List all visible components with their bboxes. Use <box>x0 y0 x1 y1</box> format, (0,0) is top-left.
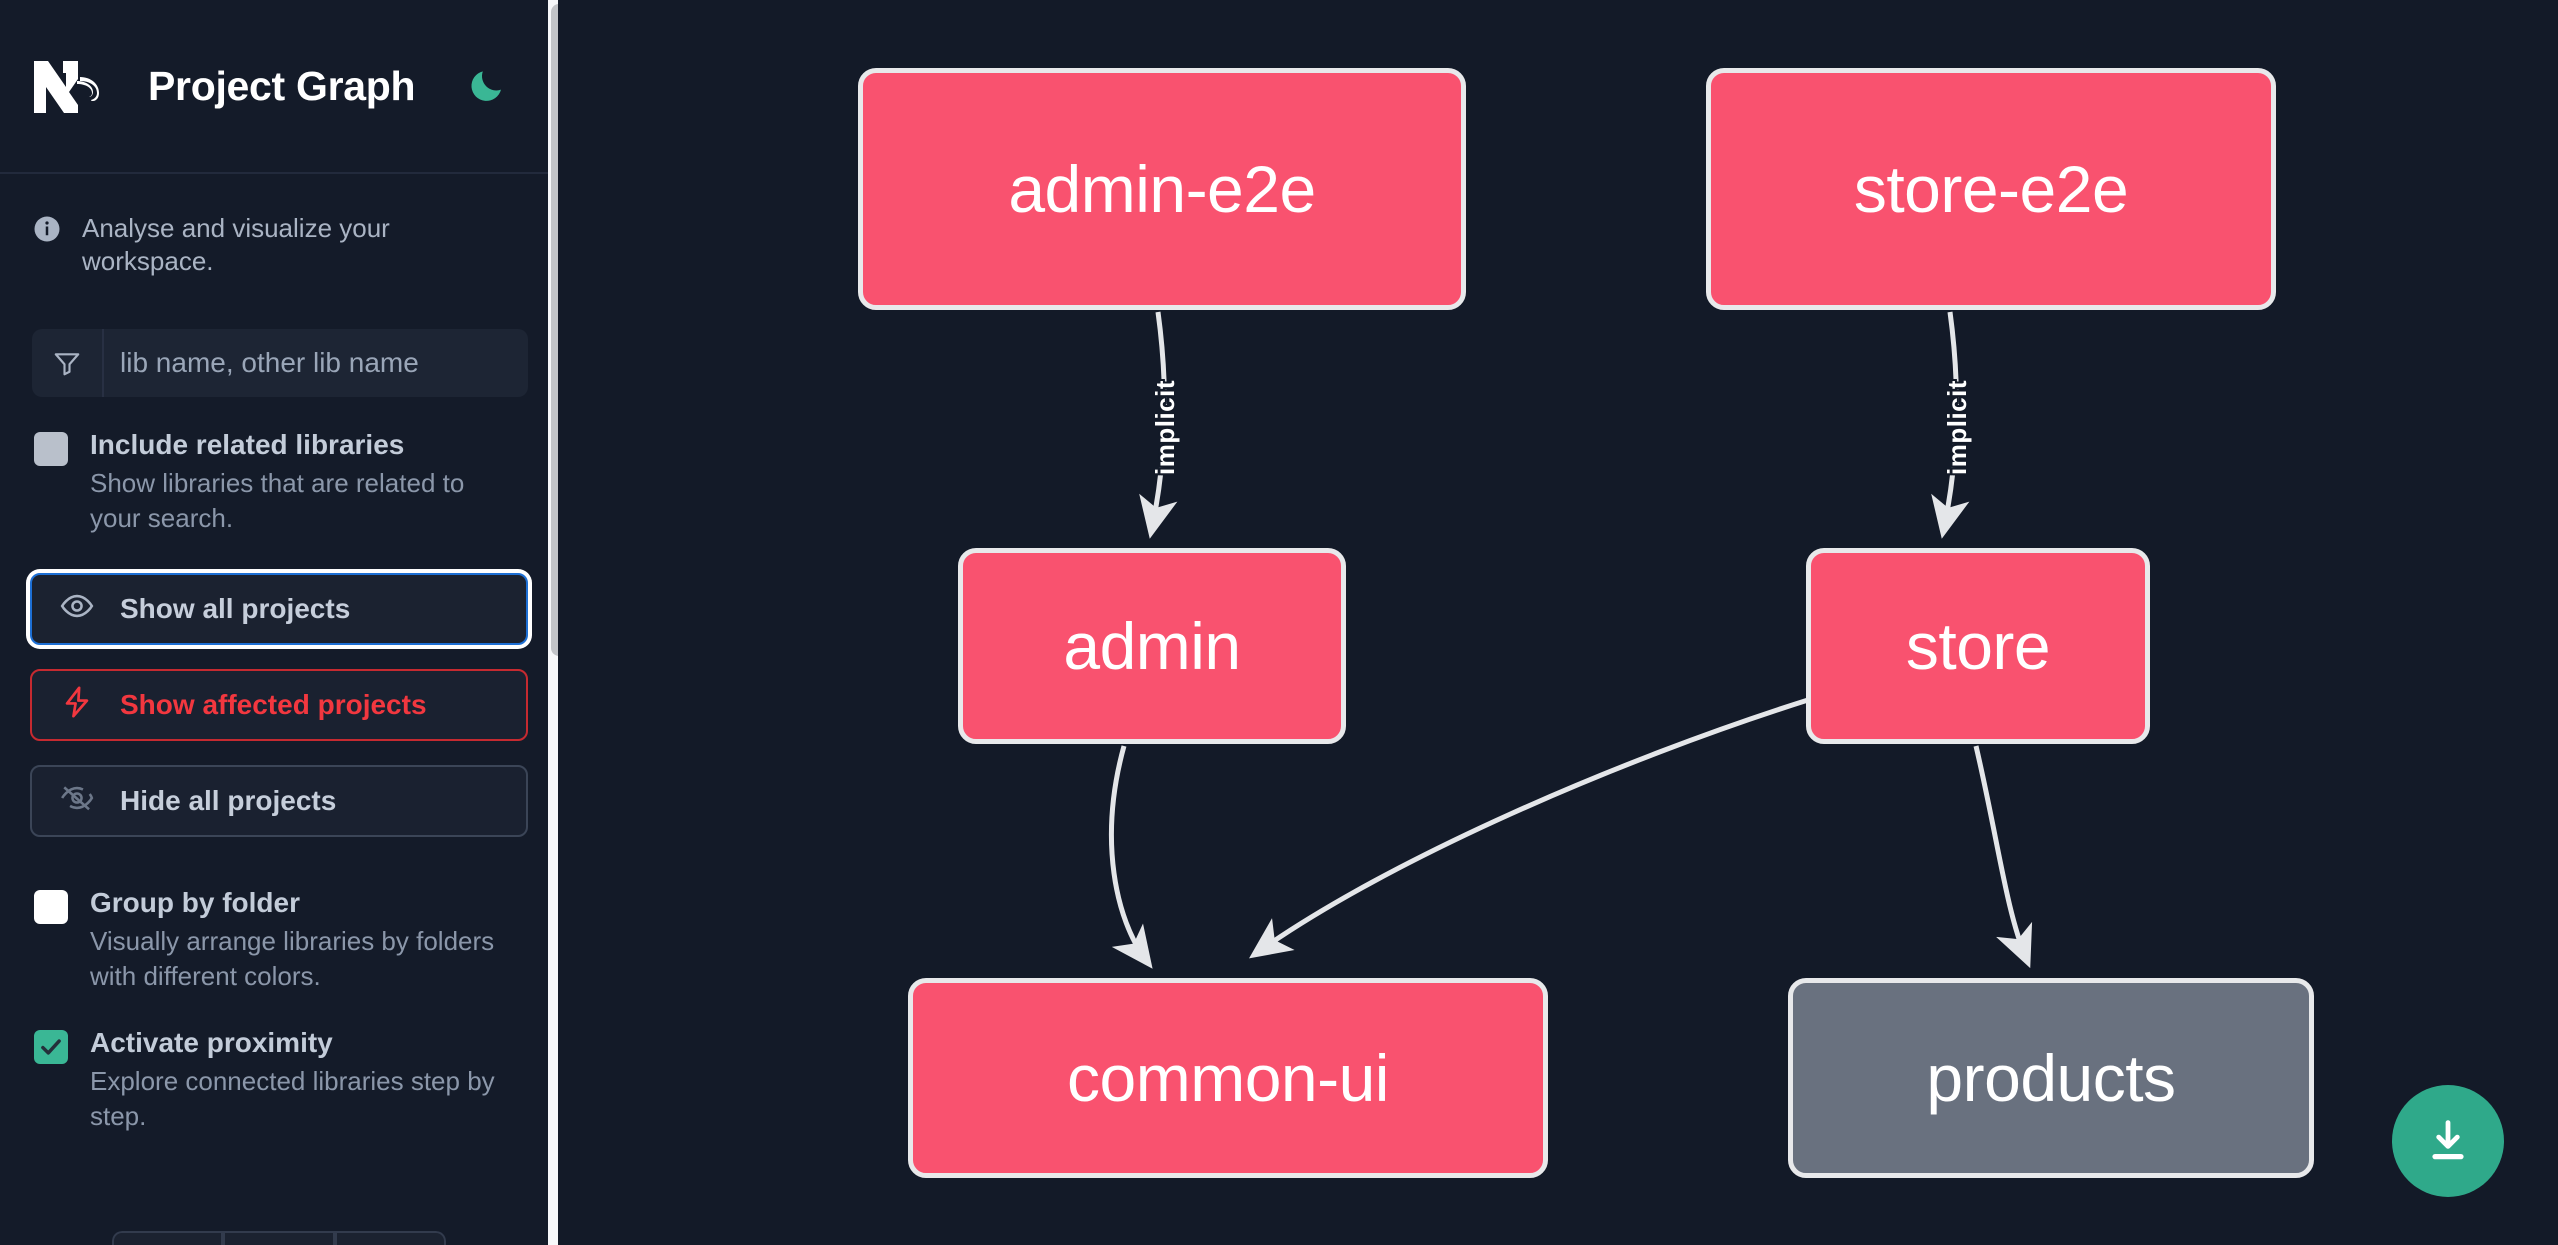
node-label: admin <box>1063 609 1241 683</box>
edge-paths <box>1109 311 2033 969</box>
brand-header: Project Graph <box>0 0 558 174</box>
graph-node-store[interactable]: store <box>1806 548 2150 744</box>
moon-icon[interactable] <box>463 63 509 109</box>
option-include-related-libraries[interactable]: Include related libraries Show libraries… <box>0 397 558 535</box>
option-title: Include related libraries <box>90 429 405 460</box>
show-affected-projects-button[interactable]: Show affected projects <box>30 669 528 742</box>
workspace-info-text: Analyse and visualize your workspace. <box>82 213 390 276</box>
proximity-step-increase[interactable] <box>334 1231 446 1245</box>
edge-admin-to-common-ui <box>1109 745 1153 969</box>
show-all-projects-button[interactable]: Show all projects <box>30 573 528 646</box>
edge-label-implicit-admin: implicit <box>1150 379 1181 476</box>
edge-label-implicit-store: implicit <box>1942 379 1973 476</box>
graph-edges <box>1109 311 2033 969</box>
page-title: Project Graph <box>148 62 416 109</box>
graph-node-admin-e2e[interactable]: admin-e2e <box>858 68 1466 310</box>
edge-store-to-products <box>1973 745 2033 969</box>
proximity-step-button-group[interactable] <box>112 1231 446 1245</box>
edge-store-e2e-to-store <box>1931 311 1970 539</box>
graph-node-store-e2e[interactable]: store-e2e <box>1706 68 2276 310</box>
eye-icon <box>60 589 94 630</box>
include-related-libraries-checkbox[interactable] <box>34 432 68 466</box>
sidebar-scrollbar-thumb[interactable] <box>551 4 558 656</box>
info-icon <box>32 214 62 244</box>
visibility-button-group: Show all projects Show affected projects <box>0 535 558 838</box>
option-description: Explore connected libraries step by step… <box>90 1066 495 1131</box>
show-all-projects-label: Show all projects <box>120 593 351 625</box>
option-title: Group by folder <box>90 887 300 919</box>
search-filter[interactable] <box>32 329 528 397</box>
node-label: products <box>1926 1041 2176 1115</box>
graph-node-admin[interactable]: admin <box>958 548 1346 744</box>
graph-node-products[interactable]: products <box>1788 978 2314 1178</box>
graph-node-common-ui[interactable]: common-ui <box>908 978 1548 1178</box>
sidebar: Project Graph Analyse and visualize your… <box>0 0 558 1245</box>
group-by-folder-checkbox[interactable] <box>34 890 68 925</box>
download-icon[interactable] <box>2392 1085 2504 1197</box>
option-title: Activate proximity <box>90 1027 333 1059</box>
node-label: common-ui <box>1067 1041 1389 1115</box>
activate-proximity-checkbox[interactable] <box>34 1030 68 1065</box>
edge-admin-e2e-to-admin <box>1139 311 1178 539</box>
lightning-bolt-icon <box>60 685 94 726</box>
option-group-by-folder[interactable]: Group by folder Visually arrange librari… <box>0 837 558 993</box>
node-label: store <box>1905 609 2051 683</box>
hide-all-projects-label: Hide all projects <box>120 785 337 817</box>
search-input[interactable] <box>104 329 528 397</box>
proximity-step-decrease[interactable] <box>112 1231 224 1245</box>
edge-store-to-common-ui <box>1249 697 1809 959</box>
show-affected-projects-label: Show affected projects <box>120 689 427 721</box>
node-label: store-e2e <box>1853 152 2129 226</box>
filter-funnel-icon <box>32 329 104 397</box>
nx-logo <box>30 55 122 117</box>
option-description: Visually arrange libraries by folders wi… <box>90 926 495 991</box>
node-label: admin-e2e <box>1008 152 1316 226</box>
graph-canvas[interactable]: admin-e2e store-e2e admin store common-u… <box>558 0 2558 1245</box>
option-activate-proximity[interactable]: Activate proximity Explore connected lib… <box>0 993 558 1133</box>
workspace-info: Analyse and visualize your workspace. <box>0 174 558 277</box>
hide-all-projects-button[interactable]: Hide all projects <box>30 765 528 838</box>
proximity-step-value[interactable] <box>223 1231 335 1245</box>
eye-off-icon <box>60 781 94 822</box>
option-description: Show libraries that are related to your … <box>90 468 465 533</box>
